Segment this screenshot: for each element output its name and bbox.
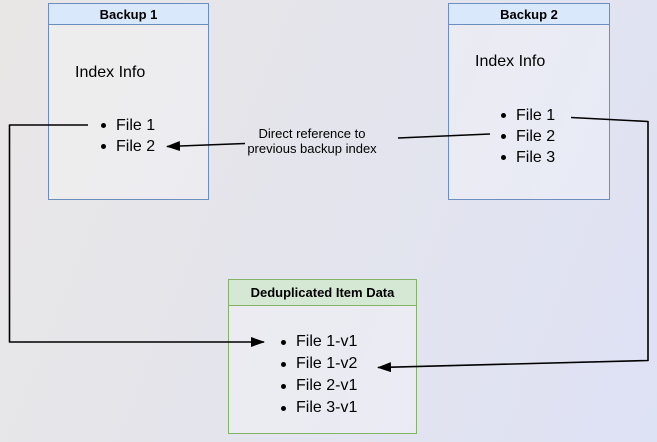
backup2-title: Backup 2 [449,4,609,25]
backup2-index-label: Index Info [475,53,546,70]
backup1-index-label: Index Info [75,64,146,81]
edge-label-line1: Direct reference to [258,126,366,141]
dedup-title: Deduplicated Item Data [229,280,416,306]
dedup-item-list: File 1-v1 File 1-v2 File 2-v1 File 3-v1 [229,331,416,419]
edge-label-line2: previous backup index [247,141,377,156]
list-item: File 2 [501,126,609,147]
list-item: File 1 [501,105,609,126]
list-item: File 2 [101,136,208,157]
backup1-file-list: File 1 File 2 [49,115,208,157]
list-item: File 1 [101,115,208,136]
list-item: File 2-v1 [281,375,416,397]
backup1-node: Backup 1 Index Info File 1 File 2 [48,3,209,200]
edge-label: Direct reference to previous backup inde… [212,126,412,156]
dedup-node: Deduplicated Item Data File 1-v1 File 1-… [228,279,417,434]
list-item: File 1-v1 [281,331,416,353]
backup2-file-list: File 1 File 2 File 3 [449,105,609,168]
backup2-node: Backup 2 Index Info File 1 File 2 File 3 [448,3,610,200]
backup1-title: Backup 1 [49,4,208,25]
list-item: File 1-v2 [281,353,416,375]
list-item: File 3-v1 [281,397,416,419]
list-item: File 3 [501,147,609,168]
